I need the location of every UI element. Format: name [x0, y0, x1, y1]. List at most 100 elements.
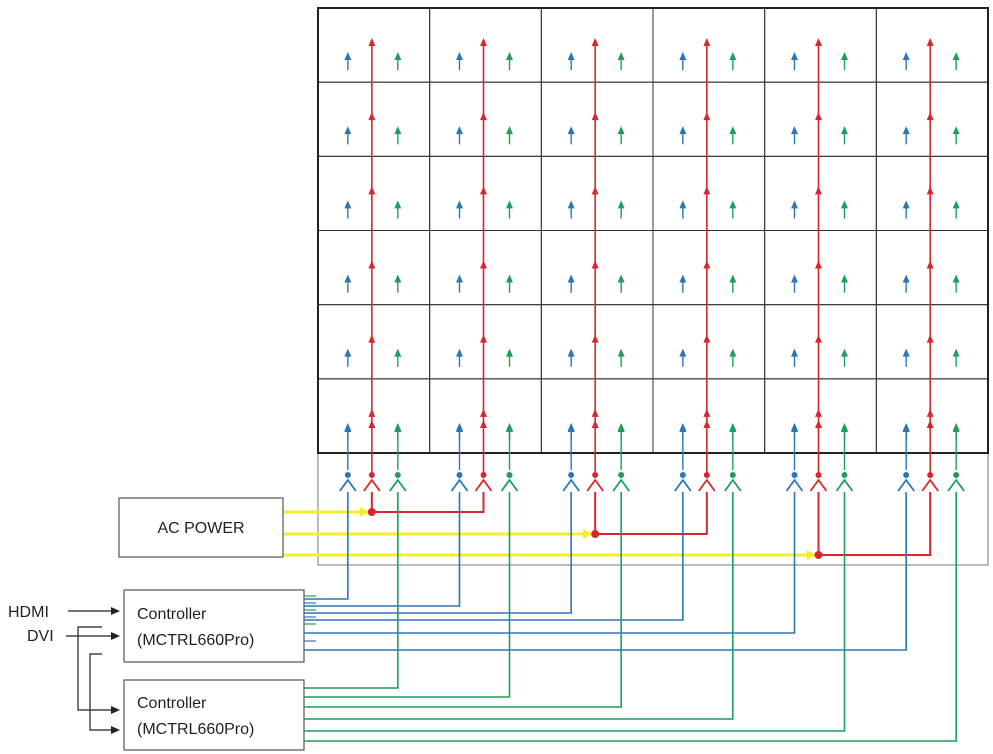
- data-arrow-green: [617, 274, 625, 283]
- blue-input-chevron: [674, 478, 692, 492]
- data-arrow-green: [729, 126, 737, 135]
- power-arrow: [926, 420, 934, 428]
- data-arrow-green: [841, 52, 848, 60]
- power-arrow: [815, 408, 822, 417]
- power-junction: [367, 508, 376, 516]
- green-input-chevron: [500, 478, 519, 492]
- data-arrow-blue: [791, 126, 798, 135]
- ac-feed-arrow: [359, 507, 370, 517]
- data-arrow-green: [729, 348, 737, 357]
- red-connector-dot: [368, 472, 375, 478]
- blue-input-chevron: [897, 478, 915, 492]
- power-arrow: [926, 334, 934, 343]
- data-arrow-blue: [567, 52, 575, 60]
- power-arrow: [480, 408, 487, 417]
- red-connector-dot: [815, 472, 822, 478]
- green-input-chevron: [835, 478, 854, 492]
- ac-power-label: AC POWER: [157, 520, 244, 537]
- data-arrow-green: [841, 424, 848, 432]
- power-arrow: [591, 420, 599, 428]
- red-connector-dot: [703, 472, 710, 478]
- data-arrow-green: [952, 424, 960, 432]
- data-arrow-green: [841, 348, 848, 357]
- led-wall: [317, 7, 989, 566]
- blue-connector-dot: [903, 472, 910, 478]
- power-arrow: [591, 38, 599, 46]
- cable-frame: [317, 452, 989, 566]
- data-arrow-blue: [567, 274, 575, 283]
- data-arrow-green: [506, 274, 513, 283]
- blue-data-cable: [304, 492, 572, 614]
- controller-box-1: [123, 589, 305, 663]
- power-arrow: [703, 38, 711, 46]
- power-arrow: [368, 408, 376, 417]
- red-connector-dot: [480, 472, 487, 478]
- green-data-cable: [304, 492, 622, 708]
- data-arrow-green: [952, 348, 960, 357]
- green-connector-dot: [394, 472, 401, 478]
- power-branch: [370, 492, 485, 513]
- ac-feed-arrow: [583, 529, 594, 539]
- data-arrow-green: [841, 274, 848, 283]
- data-arrow-green: [841, 200, 848, 209]
- red-input-chevron: [474, 478, 493, 492]
- power-arrow: [591, 408, 599, 417]
- data-arrow-blue: [456, 424, 463, 432]
- data-arrow-green: [952, 52, 960, 60]
- data-arrow-blue: [567, 424, 575, 432]
- data-arrow-green: [394, 126, 402, 135]
- controller-1-name: Controller: [137, 606, 207, 623]
- red-connector-dot: [592, 472, 599, 478]
- blue-connector-dot: [568, 472, 575, 478]
- power-arrow: [368, 38, 376, 46]
- data-arrow-green: [394, 348, 402, 357]
- data-arrow-blue: [567, 348, 575, 357]
- data-arrow-blue: [456, 52, 463, 60]
- data-arrow-green: [617, 200, 625, 209]
- power-arrow: [591, 260, 599, 269]
- data-arrow-green: [617, 424, 625, 432]
- data-arrow-green: [506, 126, 513, 135]
- power-arrow: [703, 334, 711, 343]
- blue-input-chevron: [785, 478, 804, 492]
- data-arrow-blue: [791, 274, 798, 283]
- wall-border: [317, 7, 989, 454]
- green-connector-dot: [506, 472, 513, 478]
- data-arrow-blue: [344, 126, 352, 135]
- hdmi-label: HDMI: [8, 604, 49, 621]
- power-arrow: [480, 420, 487, 428]
- power-arrow: [591, 334, 599, 343]
- data-arrow-blue: [567, 126, 575, 135]
- controller-2-model: (MCTRL660Pro): [137, 721, 254, 738]
- power-arrow: [703, 408, 711, 417]
- data-arrow-green: [729, 200, 737, 209]
- data-arrow-blue: [902, 274, 910, 283]
- red-input-chevron: [586, 478, 604, 492]
- power-arrow: [591, 112, 599, 121]
- data-arrow-blue: [679, 348, 687, 357]
- power-arrow: [368, 186, 376, 195]
- data-arrow-blue: [902, 52, 910, 60]
- data-arrow-green: [394, 274, 402, 283]
- data-arrow-blue: [791, 200, 798, 209]
- green-input-chevron: [947, 478, 965, 492]
- data-arrow-green: [394, 52, 402, 60]
- cable-runs: [284, 492, 957, 742]
- data-arrow-green: [506, 424, 513, 432]
- data-arrow-green: [729, 274, 737, 283]
- data-arrow-green: [617, 348, 625, 357]
- power-arrow: [480, 260, 487, 269]
- power-junction: [591, 530, 600, 538]
- ac-power-box: [118, 497, 284, 558]
- red-input-chevron: [698, 478, 716, 492]
- data-arrow-blue: [902, 424, 910, 432]
- data-arrow-blue: [679, 424, 687, 432]
- ac-feed-arrow: [806, 550, 817, 560]
- data-arrow-blue: [679, 200, 687, 209]
- blue-data-cable: [304, 492, 684, 621]
- data-arrow-green: [617, 126, 625, 135]
- power-arrow: [926, 112, 934, 121]
- data-arrow-green: [506, 52, 513, 60]
- data-arrow-blue: [902, 126, 910, 135]
